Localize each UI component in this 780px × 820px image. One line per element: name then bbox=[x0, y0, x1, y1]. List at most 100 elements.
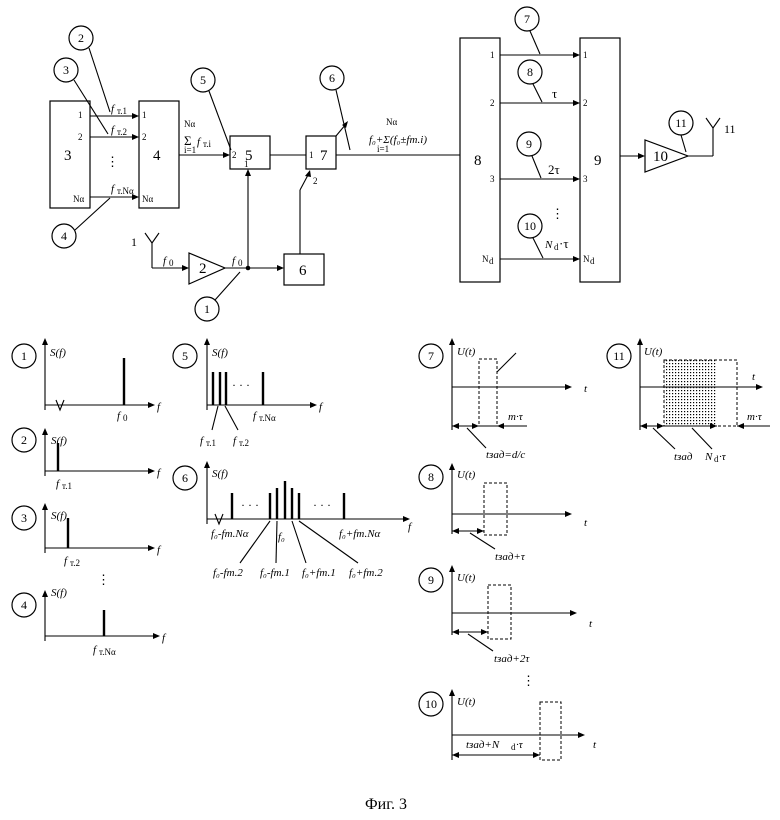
svg-text:t: t bbox=[593, 739, 597, 751]
block-6-label: 6 bbox=[299, 263, 307, 279]
svg-text:5: 5 bbox=[200, 73, 206, 87]
svg-text:7: 7 bbox=[524, 12, 530, 26]
marker-11: 11 bbox=[669, 111, 693, 152]
marker-9: 9 bbox=[517, 132, 541, 178]
spectrum-plot-2: 2 S(f) f f т.1 bbox=[12, 428, 162, 491]
svg-text:1: 1 bbox=[244, 159, 249, 169]
svg-text:т.Nα: т.Nα bbox=[117, 186, 134, 196]
svg-text:0: 0 bbox=[123, 413, 128, 423]
svg-text:2: 2 bbox=[490, 98, 495, 108]
svg-text:f: f bbox=[253, 410, 258, 422]
svg-text:Nα: Nα bbox=[142, 194, 153, 204]
block-10-label: 10 bbox=[653, 149, 668, 165]
svg-text:U(t): U(t) bbox=[457, 696, 476, 708]
svg-text:5: 5 bbox=[182, 349, 188, 363]
svg-text:2: 2 bbox=[78, 132, 83, 142]
svg-text:7: 7 bbox=[428, 349, 434, 363]
svg-text:f: f bbox=[117, 410, 122, 422]
block-7-label: 7 bbox=[320, 148, 328, 164]
svg-text:N: N bbox=[583, 254, 590, 264]
svg-text:9: 9 bbox=[526, 137, 532, 151]
timing-plot-10: 10 U(t) t tзад+N d ·τ bbox=[419, 689, 597, 760]
marker-8: 8 bbox=[518, 60, 542, 102]
svg-text:т.i: т.i bbox=[203, 139, 212, 149]
timing-plot-11: 11 U(t) t m·τ tзад N bbox=[607, 338, 770, 464]
svg-text:10: 10 bbox=[425, 697, 437, 711]
svg-text:3: 3 bbox=[583, 174, 588, 184]
spectrum-plot-5: 5 S(f) f · · · f т.Nα f т.1 f т.2 bbox=[173, 338, 324, 448]
svg-text:f: f bbox=[157, 401, 162, 413]
svg-text:11: 11 bbox=[613, 349, 625, 363]
svg-text:f: f bbox=[319, 401, 324, 413]
svg-text:tзад=d/c: tзад=d/c bbox=[486, 449, 525, 461]
svg-text:2: 2 bbox=[232, 150, 237, 160]
svg-text:U(t): U(t) bbox=[457, 346, 476, 358]
svg-text:1: 1 bbox=[21, 349, 27, 363]
svg-text:6: 6 bbox=[182, 471, 188, 485]
block-4-label: 4 bbox=[153, 148, 161, 164]
svg-text:3: 3 bbox=[490, 174, 495, 184]
svg-text:f: f bbox=[200, 435, 205, 447]
svg-text:f: f bbox=[157, 467, 162, 479]
svg-text:f: f bbox=[56, 478, 61, 490]
svg-text:N: N bbox=[544, 239, 553, 251]
svg-text:U(t): U(t) bbox=[457, 572, 476, 584]
svg-text:f: f bbox=[233, 435, 238, 447]
svg-text:f: f bbox=[408, 521, 413, 533]
svg-text:1: 1 bbox=[309, 150, 314, 160]
svg-text:f₀-fт.Nα: f₀-fт.Nα bbox=[211, 528, 249, 540]
block-3-label: 3 bbox=[64, 148, 72, 164]
marker-10: 10 bbox=[518, 214, 543, 258]
svg-text:S(f): S(f) bbox=[212, 347, 228, 359]
timing-plot-7: 7 U(t) t m·τ tзад=d/c bbox=[419, 338, 588, 461]
svg-text:1: 1 bbox=[131, 235, 137, 249]
svg-text:1: 1 bbox=[78, 110, 83, 120]
svg-text:2: 2 bbox=[313, 176, 318, 186]
svg-text:0: 0 bbox=[238, 258, 243, 268]
svg-text:т.2: т.2 bbox=[239, 438, 249, 448]
svg-text:2: 2 bbox=[583, 98, 588, 108]
svg-text:11: 11 bbox=[724, 122, 736, 136]
svg-text:Nα: Nα bbox=[386, 117, 397, 127]
svg-text:2τ: 2τ bbox=[548, 162, 560, 177]
svg-text:4: 4 bbox=[21, 598, 27, 612]
svg-text:m·τ: m·τ bbox=[747, 411, 763, 423]
svg-text:S(f): S(f) bbox=[50, 347, 66, 359]
svg-text:⋮: ⋮ bbox=[522, 673, 535, 688]
svg-text:N: N bbox=[704, 451, 713, 463]
svg-text:2: 2 bbox=[142, 132, 147, 142]
svg-text:т.1: т.1 bbox=[206, 438, 216, 448]
timing-plot-8: 8 U(t) t tзад+τ bbox=[419, 463, 588, 563]
svg-text:f₀+fт.1: f₀+fт.1 bbox=[302, 567, 336, 579]
svg-text:9: 9 bbox=[428, 573, 434, 587]
svg-text:U(t): U(t) bbox=[457, 469, 476, 481]
svg-text:S(f): S(f) bbox=[51, 587, 67, 599]
svg-text:f: f bbox=[93, 644, 98, 656]
block-2-amplifier bbox=[189, 253, 225, 284]
svg-text:f: f bbox=[163, 255, 168, 267]
spectrum-plot-3: 3 S(f) f f т.2 bbox=[12, 503, 162, 568]
svg-text:3: 3 bbox=[63, 63, 69, 77]
svg-text:f₀+fт.2: f₀+fт.2 bbox=[349, 567, 383, 579]
figure-caption: Фиг. 3 bbox=[365, 796, 407, 813]
svg-text:3: 3 bbox=[21, 511, 27, 525]
svg-text:т.Nα: т.Nα bbox=[259, 413, 276, 423]
svg-text:т.Nα: т.Nα bbox=[99, 647, 116, 657]
svg-text:т.1: т.1 bbox=[117, 106, 127, 116]
svg-text:f: f bbox=[111, 103, 116, 115]
svg-text:8: 8 bbox=[428, 470, 434, 484]
svg-text:⋮: ⋮ bbox=[106, 154, 119, 169]
svg-text:6: 6 bbox=[329, 71, 335, 85]
svg-text:f: f bbox=[232, 255, 237, 267]
svg-text:f: f bbox=[111, 124, 116, 136]
svg-text:1: 1 bbox=[490, 50, 495, 60]
svg-text:т.2: т.2 bbox=[70, 558, 80, 568]
svg-text:t: t bbox=[584, 383, 588, 395]
block-2-label: 2 bbox=[199, 261, 207, 277]
svg-text:8: 8 bbox=[527, 65, 533, 79]
svg-text:2: 2 bbox=[21, 433, 27, 447]
svg-text:⋮: ⋮ bbox=[97, 572, 110, 587]
svg-text:τ: τ bbox=[552, 86, 557, 101]
svg-text:f: f bbox=[111, 183, 116, 195]
svg-text:t: t bbox=[584, 517, 588, 529]
